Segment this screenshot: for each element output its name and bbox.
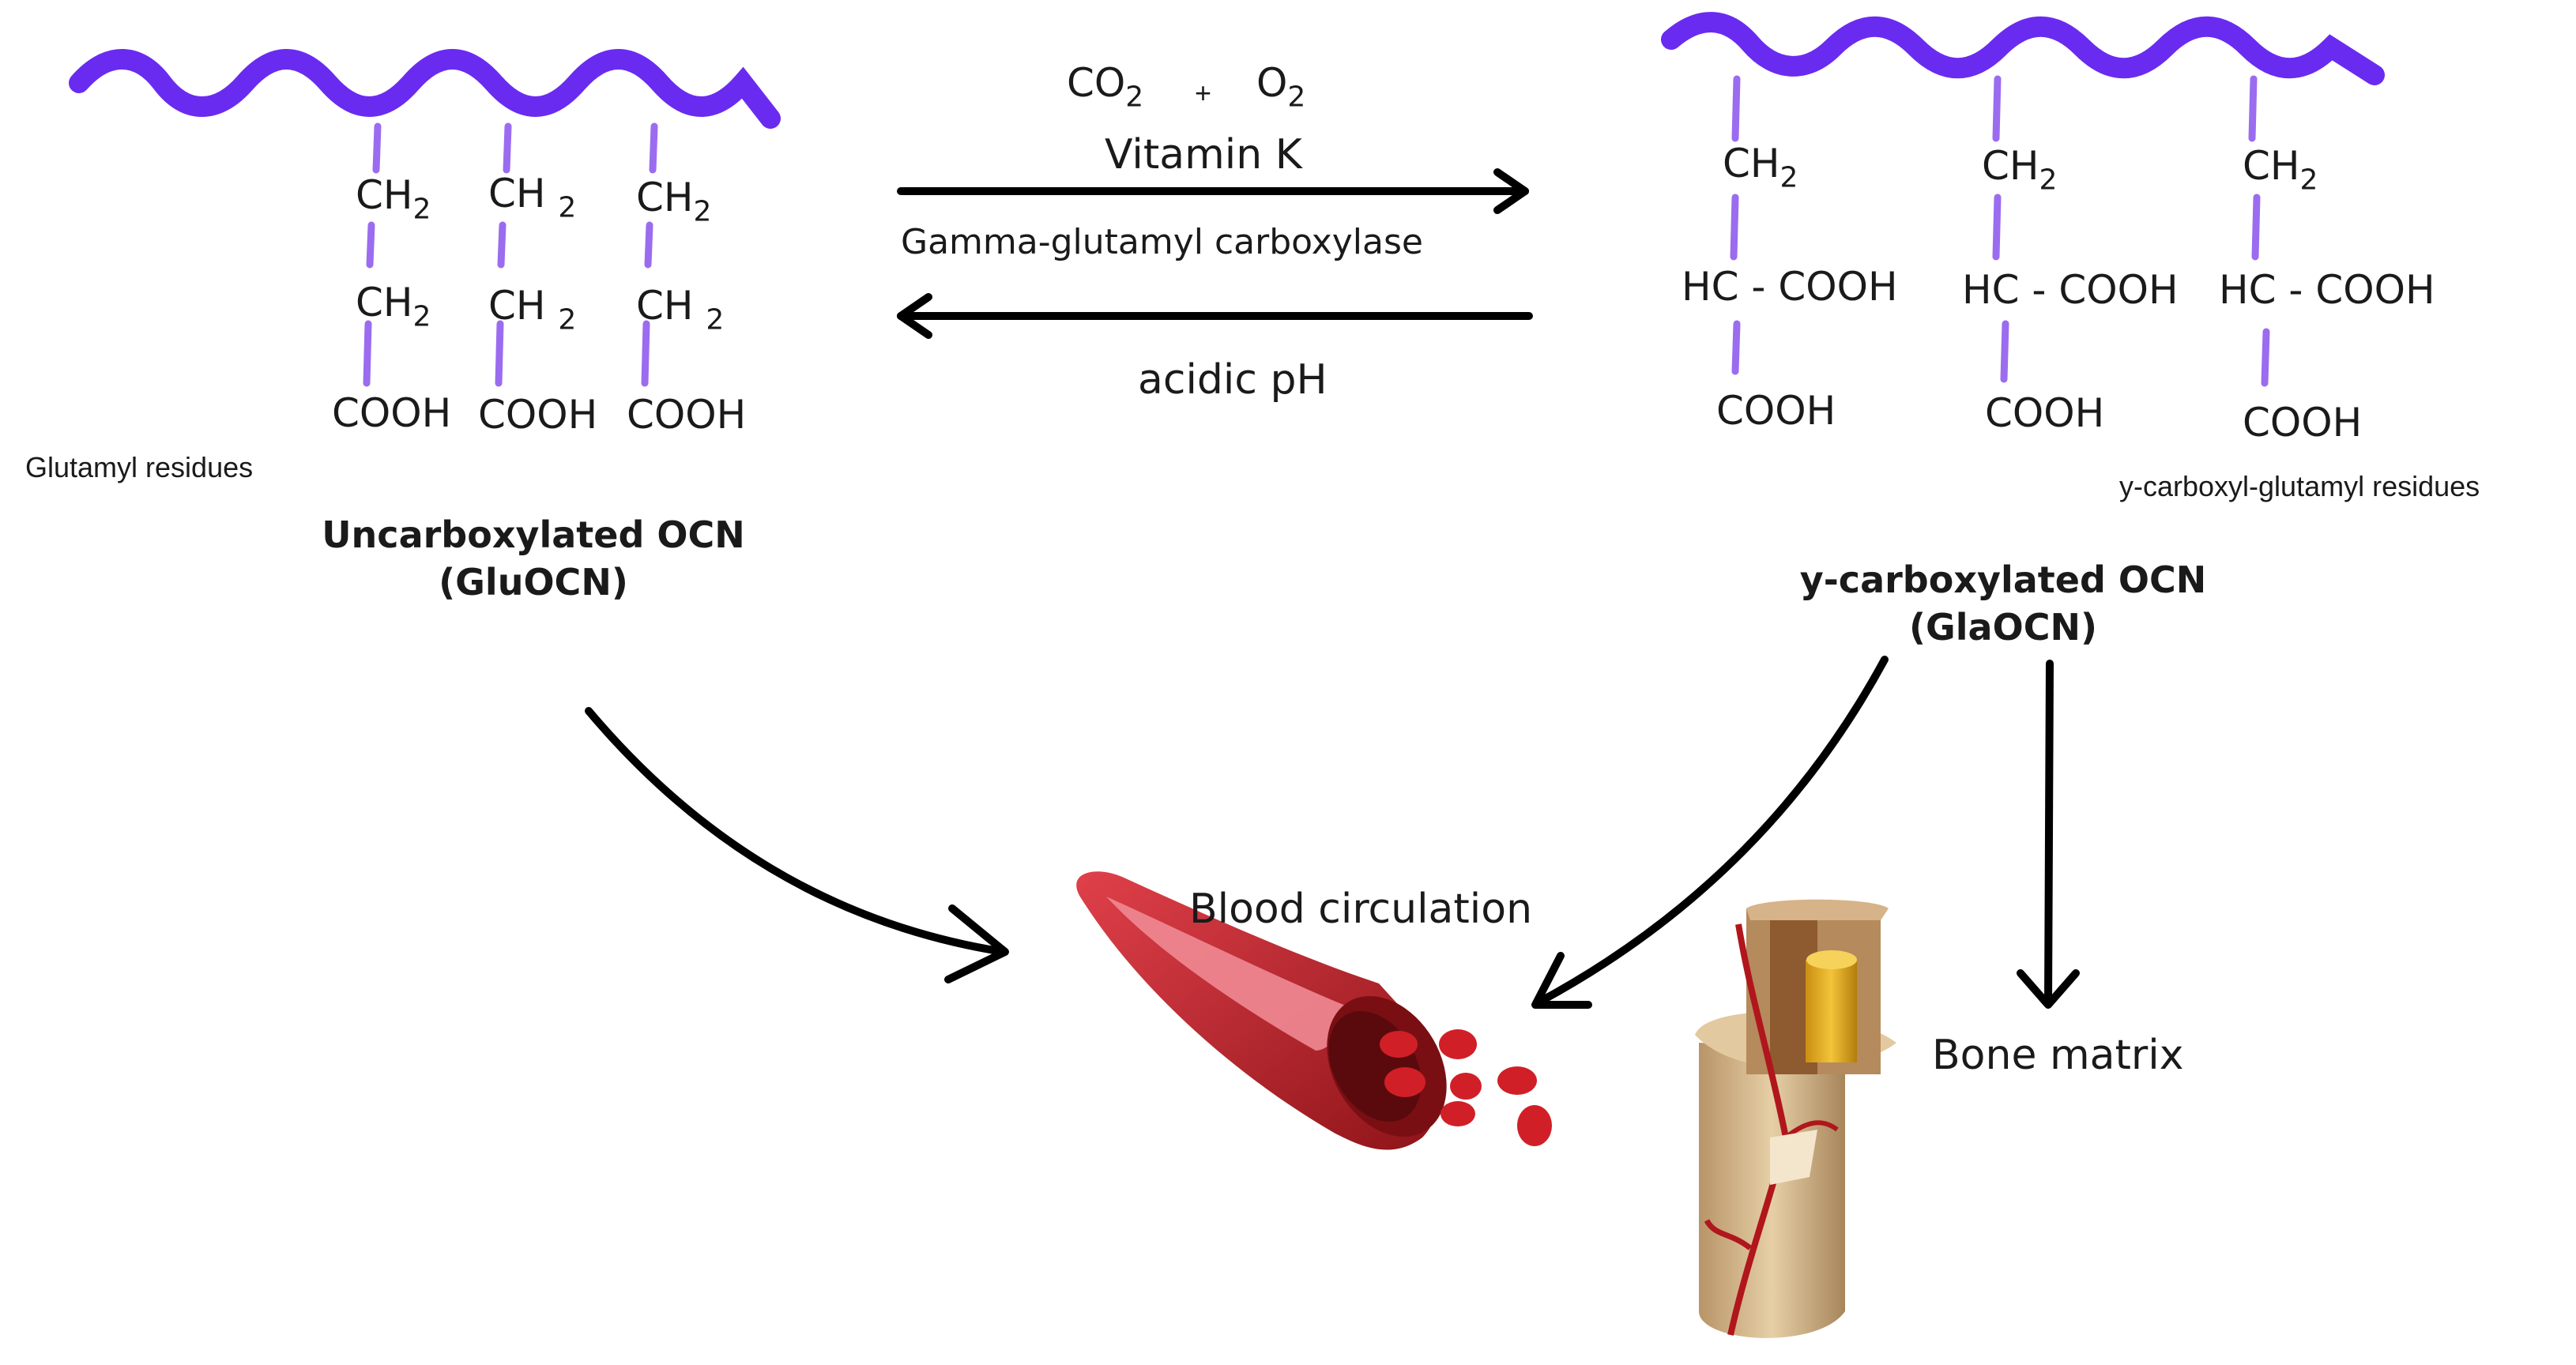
bone-matrix-label: Bone matrix (1932, 1032, 2184, 1079)
gluocn-title: Uncarboxylated OCN (GluOCN) (322, 513, 745, 604)
left-ch2-3b: CH 2 (636, 283, 725, 337)
left-ch2-3a: CH2 (636, 175, 712, 228)
left-ch2-1a: CH2 (356, 172, 431, 226)
glutamyl-residues-caption: Glutamyl residues (25, 451, 254, 483)
o2-label: O2 (1256, 60, 1306, 114)
right-cooh-3: COOH (2243, 400, 2363, 446)
bone-illustration (1695, 899, 1896, 1338)
left-ch2-1b: CH2 (356, 280, 431, 333)
glaocn-to-bone-arrowhead (2017, 969, 2080, 1009)
left-cooh-2: COOH (478, 392, 598, 438)
right-ch2-1: CH2 (1723, 141, 1798, 194)
reverse-arrowhead (897, 293, 932, 339)
right-side-chain-bonds (1730, 75, 2270, 387)
left-protein-backbone (69, 49, 781, 129)
glaocn-title: y-carboxylated OCN (GlaOCN) (1799, 558, 2207, 649)
gluocn-to-blood-arrow (585, 707, 1007, 956)
left-ch2-2a: CH 2 (488, 171, 577, 224)
co2-label: CO2 (1067, 60, 1144, 114)
enzyme-label: Gamma-glutamyl carboxylase (901, 222, 1423, 262)
right-protein-backbone (1661, 12, 2385, 85)
carboxyl-glutamyl-residues-caption: y-carboxyl-glutamyl residues (2119, 470, 2480, 502)
left-cooh-3: COOH (627, 392, 747, 438)
left-side-chain-bonds (363, 122, 658, 387)
right-ch2-2: CH2 (1982, 143, 2058, 197)
right-cooh-2: COOH (1985, 390, 2105, 436)
blood-vessel-illustration (1076, 871, 1552, 1150)
right-cooh-1: COOH (1716, 388, 1836, 434)
left-cooh-1: COOH (332, 390, 452, 436)
gluocn-to-blood-arrowhead (944, 904, 1009, 983)
glaocn-to-bone-arrow (2044, 660, 2054, 1007)
right-hc-cooh-3: HC - COOH (2219, 267, 2435, 313)
left-ch2-2b: CH 2 (488, 283, 577, 337)
glaocn-to-blood-arrowhead (1531, 952, 1592, 1009)
right-hc-cooh-2: HC - COOH (1962, 267, 2179, 313)
plus-sign: + (1195, 77, 1212, 109)
blood-circulation-label: Blood circulation (1189, 886, 1533, 933)
acidic-ph-label: acidic pH (1138, 356, 1328, 404)
glaocn-to-blood-arrow (1533, 656, 1889, 1007)
forward-arrowhead (1493, 168, 1529, 214)
right-hc-cooh-1: HC - COOH (1682, 264, 1898, 310)
right-ch2-3: CH2 (2243, 143, 2318, 197)
vitamin-k-label: Vitamin K (1105, 131, 1302, 179)
